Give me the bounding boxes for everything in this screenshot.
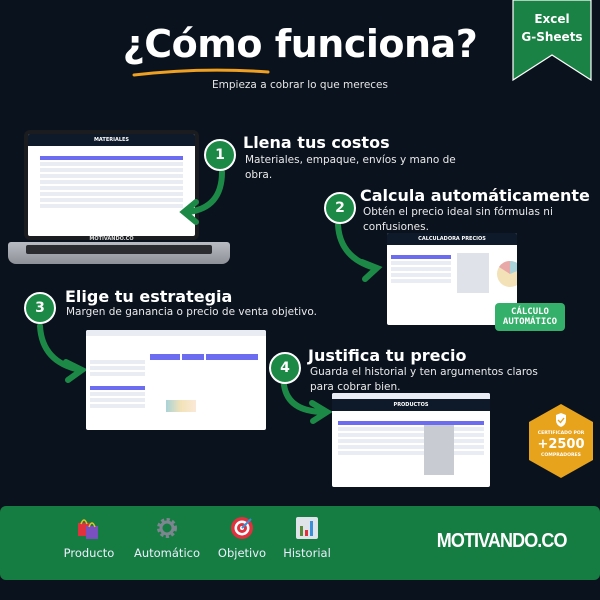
step-4-badge: 4: [269, 352, 301, 384]
laptop-brand: MOTIVANDO.CO: [89, 236, 134, 242]
products-sheet-title: PRODUCTOS: [332, 399, 490, 411]
footer-label: Objetivo: [217, 546, 267, 560]
strategy-screenshot: [86, 330, 266, 430]
title-suffix: funciona?: [261, 22, 478, 66]
step-3-title: Elige tu estrategia: [65, 287, 233, 306]
ribbon-line1: Excel: [534, 12, 570, 26]
footer-label: Producto: [63, 546, 115, 560]
footer-bar: Producto Automático Objetivo Historial: [0, 506, 600, 580]
certified-badge: CERTIFICADO POR +2500 COMPRADORES: [527, 403, 595, 479]
page-title: ¿Cómo funciona?: [0, 22, 600, 66]
step-4-title: Justifica tu precio: [308, 346, 467, 365]
subtitle: Empieza a cobrar lo que mereces: [212, 79, 388, 91]
shopping-bags-icon: [78, 519, 98, 539]
orange-underline: [132, 68, 270, 77]
title-highlight: Cómo: [144, 22, 262, 66]
footer-item-automatico: Automático: [128, 516, 206, 560]
cert-bottom: COMPRADORES: [540, 453, 581, 458]
bar-chart-icon: [296, 517, 318, 539]
target-icon: [231, 517, 253, 539]
step-2-description: Obtén el precio ideal sin fórmulas ni co…: [363, 206, 553, 233]
step-2-badge: 2: [324, 192, 356, 224]
footer-item-historial: Historial: [278, 516, 336, 560]
auto-badge-line2: AUTOMÁTICO: [502, 317, 558, 327]
step-1-title: Llena tus costos: [243, 133, 390, 152]
title-prefix: ¿: [122, 22, 145, 66]
auto-badge-line1: CÁLCULO: [511, 307, 549, 317]
laptop-screen: MATERIALES: [24, 130, 199, 240]
cert-count: +2500: [537, 437, 585, 452]
footer-label: Historial: [283, 546, 331, 560]
products-screenshot: PRODUCTOS: [332, 393, 490, 487]
step-1-description: Materiales, empaque, envíos y mano de ob…: [245, 154, 456, 181]
flow-arrows: [37, 169, 383, 424]
step-3-badge: 3: [24, 292, 56, 324]
step-1-badge: 1: [204, 139, 236, 171]
footer-item-objetivo: Objetivo: [212, 516, 272, 560]
step-2-title: Calcula automáticamente: [360, 186, 590, 205]
cert-top: CERTIFICADO POR: [537, 431, 585, 436]
footer-item-producto: Producto: [58, 516, 120, 560]
pie-chart: [497, 260, 517, 287]
format-ribbon: Excel G-Sheets: [512, 0, 592, 82]
materials-sheet-title: MATERIALES: [28, 134, 195, 146]
ribbon-line2: G-Sheets: [521, 30, 583, 44]
gear-icon: [157, 518, 177, 538]
step-3-description: Margen de ganancia o precio de venta obj…: [66, 306, 317, 318]
brand-logo[interactable]: MOTIVANDO.CO: [436, 530, 568, 552]
laptop-base: [8, 242, 230, 264]
calc-sheet-title: CALCULADORA PRECIOS: [387, 233, 517, 245]
step-4-description: Guarda el historial y ten argumentos cla…: [310, 366, 538, 393]
footer-label: Automático: [133, 546, 200, 560]
